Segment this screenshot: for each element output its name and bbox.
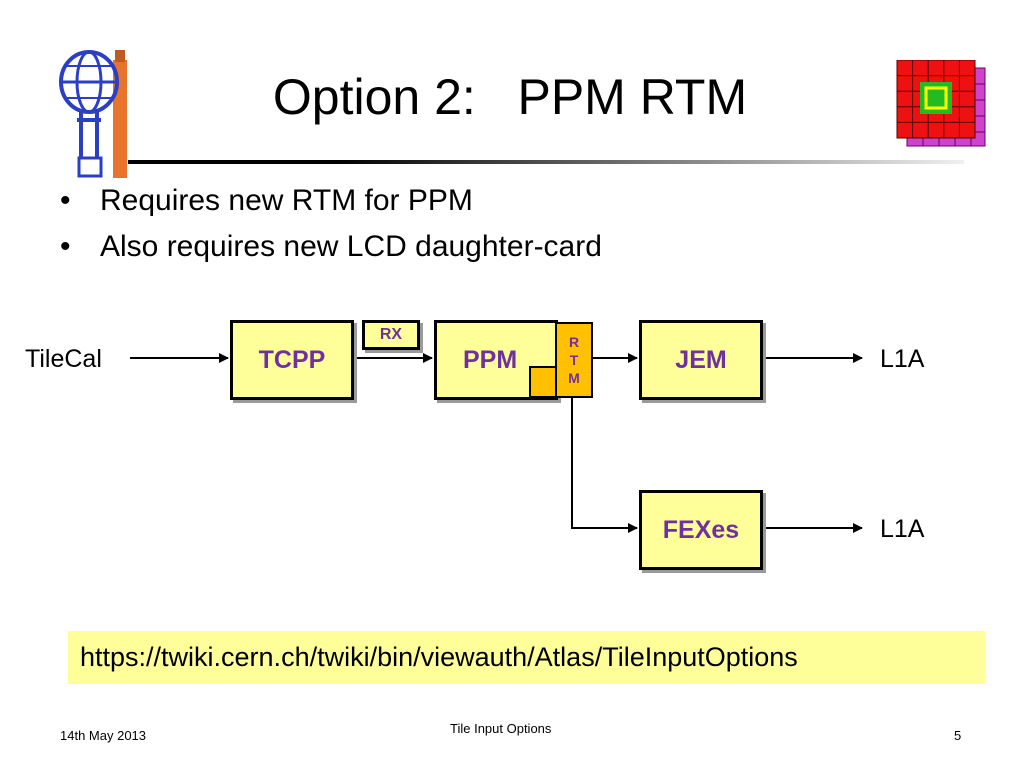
bullet-text: Requires new RTM for PPM [100,184,473,217]
fexes-label: FEXes [662,515,740,544]
jem-label: JEM [675,345,727,374]
atlas-logo-icon [59,50,127,178]
jem-box: JEM [639,320,763,400]
lcd-daughter-card [529,366,557,398]
bullet-list: •Requires new RTM for PPM •Also requires… [60,178,602,270]
tcpp-box: TCPP [230,320,354,400]
arrow-rtm-fexes [571,396,638,533]
bullet-text: Also requires new LCD daughter-card [100,230,602,263]
output-label-l1a-top: L1A [880,345,925,373]
rx-box: RX [362,320,420,350]
output-label-l1a-bottom: L1A [880,515,925,543]
rtm-letter: T [569,352,579,368]
rtm-card: R T M [555,322,593,398]
twiki-link[interactable]: https://twiki.cern.ch/twiki/bin/viewauth… [68,631,985,684]
tcpp-label: TCPP [258,345,326,374]
rtm-letter: R [568,334,580,350]
footer-title: Tile Input Options [450,721,552,736]
fexes-box: FEXes [639,490,763,570]
ppm-label: PPM [463,345,518,374]
input-label-tilecal: TileCal [25,345,102,373]
rx-label: RX [379,326,403,343]
calorimeter-grid-icon [896,60,986,147]
title-divider [128,160,964,164]
bullet-item: •Requires new RTM for PPM [60,184,473,217]
bullet-item: •Also requires new LCD daughter-card [60,230,602,263]
rtm-letter: M [568,370,580,386]
page-number: 5 [954,728,962,743]
slide-title: Option 2: PPM RTM [272,69,748,125]
footer-date: 14th May 2013 [60,728,147,743]
